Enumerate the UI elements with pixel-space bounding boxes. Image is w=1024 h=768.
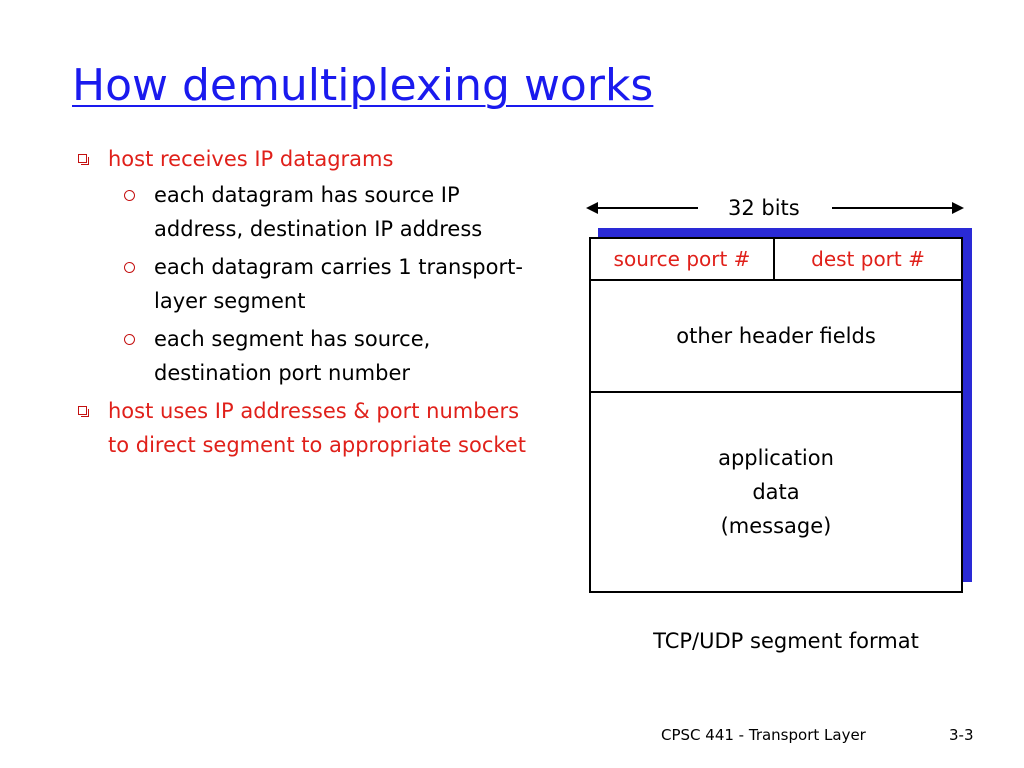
dest-port-field: dest port # xyxy=(811,247,925,271)
app-data-line: data xyxy=(752,480,800,504)
header-fields-row: other header fields xyxy=(591,281,961,393)
application-data-row: application data (message) xyxy=(591,393,961,591)
slide-title: How demultiplexing works xyxy=(72,60,654,111)
circle-bullet-icon xyxy=(124,190,135,201)
diagram-caption: TCP/UDP segment format xyxy=(653,629,919,653)
arrow-left-icon xyxy=(586,202,598,214)
circle-bullet-icon xyxy=(124,262,135,273)
app-data-line: application xyxy=(718,446,834,470)
source-port-field: source port # xyxy=(591,239,775,279)
sub-bullet-text: each datagram has source IP address, des… xyxy=(154,183,483,241)
square-bullet-icon xyxy=(78,154,89,165)
bullet-item: host receives IP datagrams xyxy=(70,142,530,176)
dimension-line-left xyxy=(594,207,698,209)
sub-bullet-text: each segment has source, destination por… xyxy=(154,327,431,385)
bits-label: 32 bits xyxy=(728,196,800,220)
arrow-right-icon xyxy=(952,202,964,214)
dimension-line-right xyxy=(832,207,956,209)
circle-bullet-icon xyxy=(124,334,135,345)
app-data-line: (message) xyxy=(720,514,832,538)
segment-format-box: source port # dest port # other header f… xyxy=(589,237,963,593)
page-number: 3-3 xyxy=(949,726,974,744)
bullet-list: host receives IP datagrams each datagram… xyxy=(70,142,530,462)
square-bullet-icon xyxy=(78,406,89,417)
bullet-text: host uses IP addresses & port numbers to… xyxy=(108,399,526,457)
port-row: source port # dest port # xyxy=(591,239,961,281)
width-dimension: 32 bits xyxy=(586,192,964,224)
sub-bullet-text: each datagram carries 1 transport-layer … xyxy=(154,255,523,313)
sub-bullet-item: each datagram carries 1 transport-layer … xyxy=(70,250,530,318)
footer-course: CPSC 441 - Transport Layer xyxy=(661,726,866,744)
bullet-text: host receives IP datagrams xyxy=(108,147,394,171)
bullet-item: host uses IP addresses & port numbers to… xyxy=(70,394,530,462)
sub-bullet-item: each segment has source, destination por… xyxy=(70,322,530,390)
sub-bullet-item: each datagram has source IP address, des… xyxy=(70,178,530,246)
